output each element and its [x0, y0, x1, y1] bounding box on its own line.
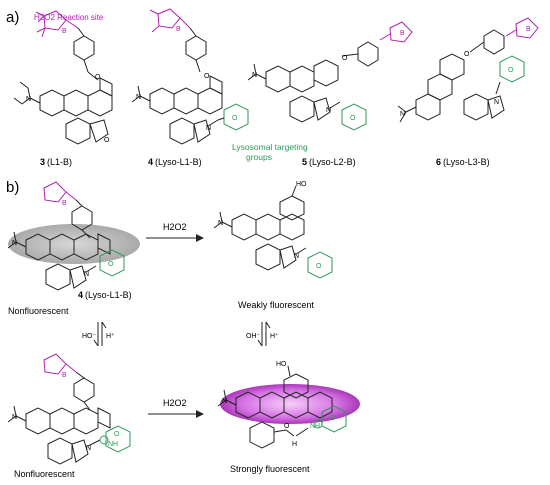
lysosomal-targeting-label-line2: groups — [246, 152, 272, 162]
amide-hydrogen-strong: H — [292, 441, 297, 448]
oxygen-atom-4: O — [204, 73, 210, 80]
nitrogen-atom-weak: N — [218, 220, 223, 227]
compound-3-name: (L1-B) — [47, 157, 72, 167]
compound-4-name: (Lyso-L1-B) — [155, 157, 202, 167]
scheme-start-name: (Lyso-L1-B) — [85, 290, 132, 300]
boron-atom-start: B — [62, 200, 67, 207]
compound-4-structure — [131, 8, 249, 145]
boron-atom-protonated: B — [62, 372, 67, 379]
oxygen-atom-3: O — [95, 74, 101, 81]
right-equilibrium-arrows — [257, 321, 271, 347]
amide-nitrogen-4: N — [206, 125, 211, 132]
morpholine-oxygen-protonated: O — [114, 431, 120, 438]
morpholine-oxygen-start: O — [108, 261, 114, 268]
left-base-label: HO⁻ — [82, 333, 97, 340]
bottom-reagent-label: H2O2 — [163, 398, 187, 408]
scheme-start-label: 4 (Lyso-L1-B) — [78, 290, 132, 300]
compound-5-label: 5 (Lyso-L2-B) — [302, 157, 356, 167]
nitrogen-atom-start: N — [12, 240, 17, 247]
bottom-reaction-arrow — [148, 410, 204, 418]
morpholine-oxygen-strong: O — [330, 415, 336, 422]
oxygen-atom-6: O — [464, 51, 470, 58]
compound-3-structure — [13, 10, 113, 145]
lactone-oxygen-3: O — [104, 137, 110, 144]
panel-b-label: b) — [6, 179, 19, 196]
compound-4-label: 4 (Lyso-L1-B) — [148, 157, 202, 167]
scheme-start-number: 4 — [78, 290, 83, 300]
morpholine-oxygen-6: O — [508, 67, 514, 74]
compound-3-number: 3 — [40, 157, 45, 167]
compound-5-name: (Lyso-L2-B) — [309, 157, 356, 167]
compound-3-label: 3 (L1-B) — [40, 157, 72, 167]
nonfluorescent-bottom-label: Nonfluorescent — [14, 469, 75, 479]
lysosomal-targeting-label-line1: Lysosomal targeting — [232, 142, 308, 152]
compound-5-structure — [247, 21, 413, 131]
strongly-fluorescent-label: Strongly fluorescent — [230, 464, 310, 474]
morpholine-oxygen-weak: O — [316, 263, 322, 270]
morpholine-oxygen-5: O — [350, 115, 356, 122]
compound-6-label: 6 (Lyso-L3-B) — [436, 157, 490, 167]
iminium-nitrogen-strong: N — [222, 398, 227, 405]
hydroxyl-group-weak: HO — [296, 181, 307, 188]
strongly-fluorescent-structure — [217, 365, 347, 449]
compound-6-number: 6 — [436, 157, 441, 167]
nitrogen-atom-3: N — [26, 96, 31, 103]
left-acid-label: H⁺ — [106, 332, 115, 340]
nitrogen-atom-6: N — [400, 111, 405, 118]
amide-nitrogen-weak: N — [294, 253, 299, 260]
top-reaction-arrow — [146, 234, 204, 242]
morpholine-oxygen-4: O — [232, 115, 238, 122]
nitrogen-atom-4: N — [136, 94, 141, 101]
nitrogen-atom-protonated: N — [12, 414, 17, 421]
compound-5-number: 5 — [302, 157, 307, 167]
protonated-amine-strong: NH — [310, 423, 320, 430]
weakly-fluorescent-label: Weakly fluorescent — [238, 300, 314, 310]
left-equilibrium-arrows — [93, 321, 107, 347]
compound-6-structure — [397, 17, 539, 123]
protonated-start-structure — [7, 353, 131, 465]
strongly-fluorescent-highlight — [220, 384, 360, 424]
amide-oxygen-strong: O — [284, 423, 290, 430]
boron-atom-4: B — [176, 26, 181, 33]
boron-atom-3: B — [62, 28, 67, 35]
panel-a-label: a) — [6, 9, 19, 26]
right-acid-label: H⁺ — [270, 332, 279, 340]
reaction-site-label: H2O2 Reaction site — [34, 13, 104, 22]
amide-nitrogen-6: N — [494, 99, 499, 106]
compound-6-name: (Lyso-L3-B) — [443, 157, 490, 167]
right-base-label: OH⁻ — [246, 333, 261, 340]
scheme-start-structure — [7, 181, 125, 291]
oxygen-atom-5: O — [342, 55, 348, 62]
protonated-amine-protonated: NH — [108, 441, 118, 448]
hydroxyl-group-strong: HO — [276, 361, 287, 368]
amide-nitrogen-start: N — [84, 271, 89, 278]
boron-atom-6: B — [526, 26, 531, 33]
nonfluorescent-top-label: Nonfluorescent — [8, 306, 69, 316]
boron-atom-5: B — [400, 30, 405, 37]
compound-4-number: 4 — [148, 157, 153, 167]
weakly-fluorescent-structure — [213, 185, 333, 279]
nitrogen-atom-5: N — [252, 72, 257, 79]
amide-nitrogen-protonated: N — [86, 445, 91, 452]
top-reagent-label: H2O2 — [163, 222, 187, 232]
amide-nitrogen-5: N — [326, 107, 331, 114]
